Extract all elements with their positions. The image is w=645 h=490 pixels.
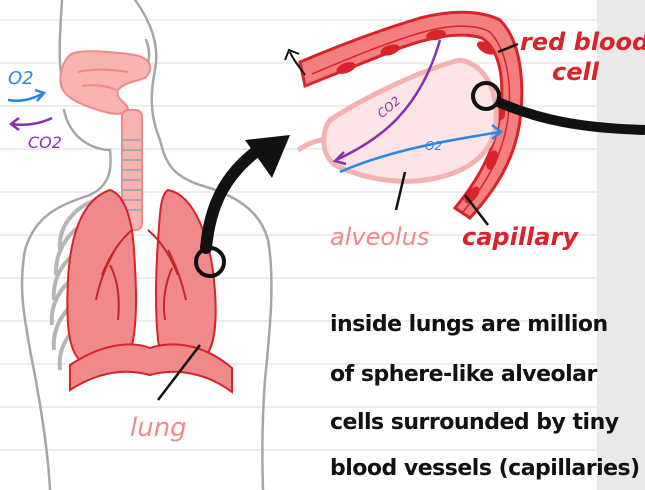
- alveolus-label: alveolus: [330, 223, 429, 251]
- zoom-arrow: [206, 150, 258, 248]
- o2-in-label: O2: [8, 68, 34, 89]
- co2-out-label: CO2: [28, 133, 62, 152]
- note-line-1: inside lungs are million: [330, 312, 608, 337]
- note-line-3: cells surrounded by tiny: [330, 410, 619, 435]
- rbc-label-line2: cell: [552, 58, 600, 86]
- lung-label: lung: [130, 413, 187, 443]
- note-line-4: blood vessels (capillaries): [330, 456, 640, 481]
- alveolus-o2-label: O2: [425, 139, 442, 153]
- capillary-label: capillary: [462, 223, 579, 251]
- note-line-2: of sphere-like alveolar: [330, 362, 597, 387]
- rbc-label-line1: red blood: [520, 28, 645, 56]
